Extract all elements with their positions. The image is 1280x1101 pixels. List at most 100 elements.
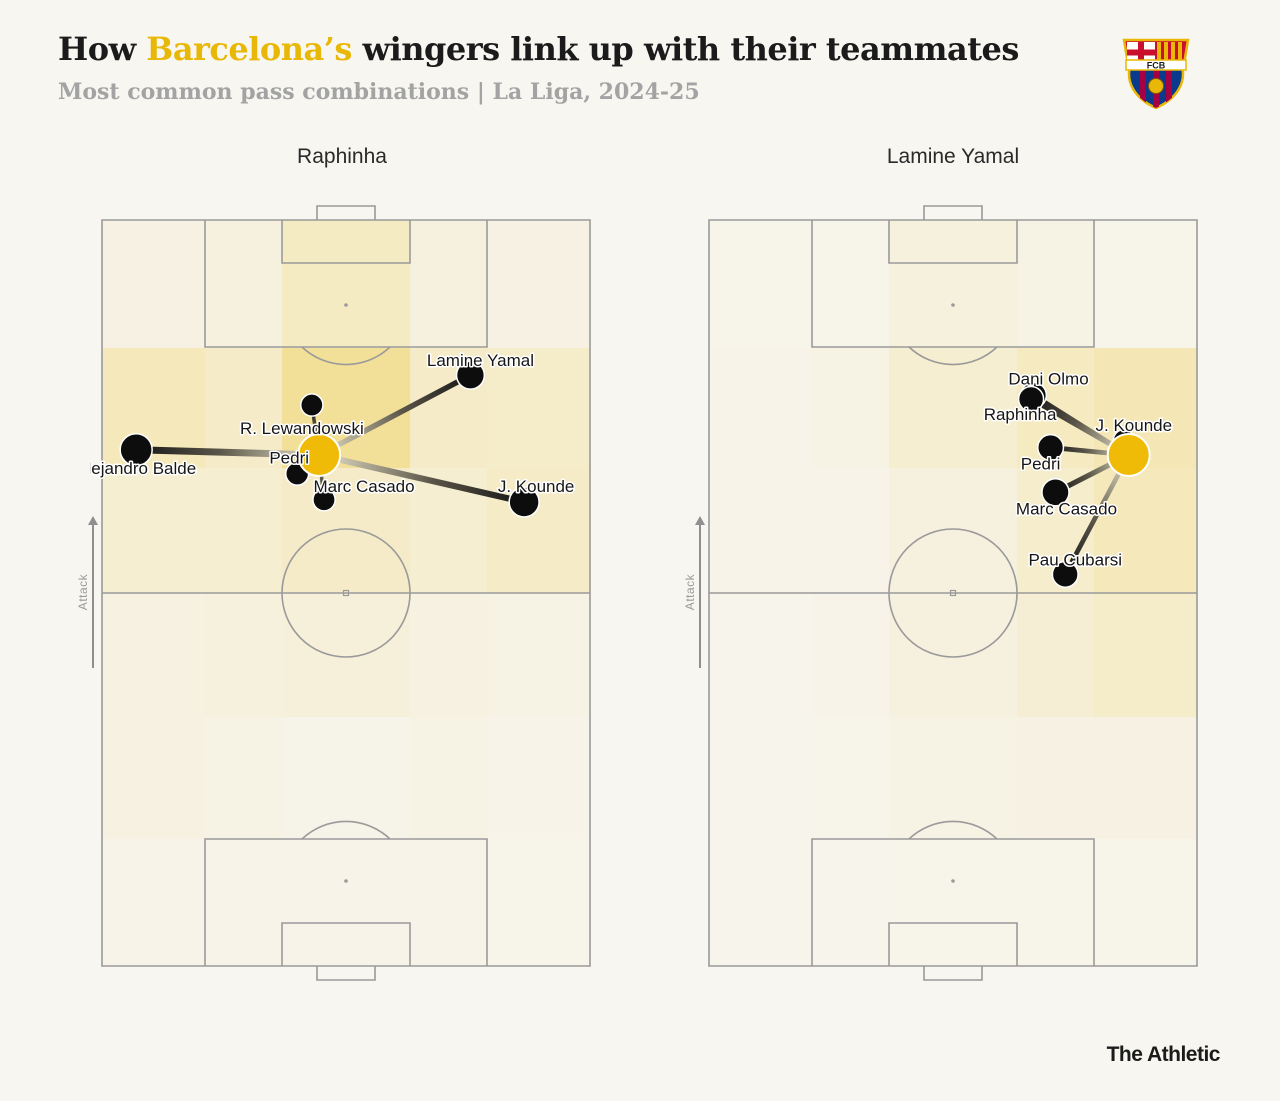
pitch-line bbox=[908, 346, 998, 366]
heat-zone bbox=[205, 468, 282, 593]
pass-link bbox=[132, 446, 323, 459]
player-nodes bbox=[119, 360, 540, 518]
center-spot bbox=[949, 589, 957, 597]
heat-zone bbox=[812, 593, 889, 717]
heat-zone bbox=[889, 717, 1017, 839]
heat-zone bbox=[1094, 839, 1197, 966]
player-labels: Lamine Yamal R. LewandowskiAlejandro Bald… bbox=[90, 350, 576, 498]
pitch-line bbox=[908, 820, 998, 840]
heat-zone bbox=[282, 468, 410, 593]
pitch-line bbox=[316, 966, 376, 981]
heat-zone bbox=[205, 593, 282, 717]
heat-zone bbox=[812, 348, 889, 468]
heat-zone bbox=[889, 468, 1017, 593]
title-part-1: How bbox=[58, 30, 147, 68]
pitch-line bbox=[811, 220, 1095, 348]
player-label: J. Kounde bbox=[1096, 416, 1173, 435]
heat-zone bbox=[102, 468, 205, 593]
attack-label: Attack bbox=[683, 573, 697, 611]
player-label: Pau Cubarsi bbox=[1028, 550, 1122, 569]
attack-direction-indicator: Attack bbox=[681, 516, 705, 668]
pitch-line bbox=[301, 346, 391, 366]
teammate-node bbox=[508, 486, 540, 518]
heat-zone bbox=[410, 717, 487, 839]
teammate-node bbox=[119, 433, 153, 467]
heat-zone bbox=[889, 220, 1017, 348]
heat-zone bbox=[282, 220, 410, 348]
heat-zone bbox=[709, 717, 812, 839]
heat-zone bbox=[282, 839, 410, 966]
pitch-line bbox=[301, 820, 391, 840]
heat-zone bbox=[812, 717, 889, 839]
heat-zone bbox=[282, 593, 410, 717]
heat-zone bbox=[1094, 220, 1197, 348]
player-label: Lamine Yamal bbox=[427, 351, 534, 370]
heat-zone bbox=[812, 468, 889, 593]
heat-zone bbox=[410, 839, 487, 966]
penalty-spot bbox=[344, 303, 348, 307]
panel-title-lamine-yamal: Lamine Yamal bbox=[886, 145, 1020, 168]
heat-zone bbox=[102, 593, 205, 717]
heatmap bbox=[709, 220, 1197, 966]
pitch-line bbox=[204, 838, 488, 966]
penalty-spot bbox=[951, 879, 955, 883]
pitch-line bbox=[281, 220, 411, 264]
player-label: J. Kounde bbox=[498, 477, 575, 496]
penalty-spot bbox=[344, 879, 348, 883]
pitch-line bbox=[923, 205, 983, 220]
heat-zone bbox=[102, 220, 205, 348]
arrow-up-icon bbox=[88, 516, 98, 525]
heat-zone bbox=[709, 839, 812, 966]
heat-zone bbox=[1094, 717, 1197, 839]
player-label: Alejandro Balde bbox=[90, 459, 196, 478]
heat-zone bbox=[487, 593, 590, 717]
heat-zone bbox=[205, 717, 282, 839]
heat-zone bbox=[410, 593, 487, 717]
title-highlight: Barcelona’s bbox=[146, 30, 352, 68]
heat-zone bbox=[487, 839, 590, 966]
center-spot bbox=[342, 589, 350, 597]
pitch-line bbox=[708, 219, 1198, 967]
winger-node bbox=[297, 432, 342, 477]
heat-zone bbox=[102, 839, 205, 966]
heat-zone bbox=[812, 839, 889, 966]
pitch-line bbox=[101, 219, 591, 967]
chart-subtitle: Most common pass combinations | La Liga,… bbox=[58, 79, 700, 105]
pass-link bbox=[316, 372, 474, 458]
attack-arrow-shaft bbox=[92, 522, 94, 668]
center-circle bbox=[281, 528, 411, 658]
heat-zone bbox=[205, 220, 282, 348]
heat-zone bbox=[1017, 593, 1094, 717]
pitch-markings bbox=[708, 205, 1198, 981]
pitch-markings bbox=[101, 205, 591, 981]
heat-zone bbox=[487, 220, 590, 348]
winger-node bbox=[1106, 432, 1151, 477]
pitch-line bbox=[281, 922, 411, 966]
chart-title: How Barcelona’s wingers link up with the… bbox=[58, 30, 1019, 68]
heat-zone bbox=[812, 220, 889, 348]
teammate-node bbox=[299, 393, 324, 417]
pass-link bbox=[316, 451, 528, 506]
heat-zone bbox=[205, 839, 282, 966]
pitch-line bbox=[316, 205, 376, 220]
heat-zone bbox=[889, 839, 1017, 966]
pitch-line bbox=[811, 838, 1095, 966]
heat-zone bbox=[889, 593, 1017, 717]
heat-zone bbox=[410, 220, 487, 348]
heatmap bbox=[102, 220, 590, 966]
pitch-line bbox=[888, 220, 1018, 264]
player-label: Dani Olmo bbox=[1008, 369, 1088, 388]
player-label: Marc Casado bbox=[313, 477, 414, 496]
fc-barcelona-crest-icon: FCB bbox=[1122, 38, 1190, 110]
attack-arrow-shaft bbox=[699, 522, 701, 668]
heat-zone bbox=[1017, 717, 1094, 839]
teammate-node bbox=[1041, 477, 1070, 507]
heat-zone bbox=[709, 348, 812, 468]
arrow-up-icon bbox=[695, 516, 705, 525]
penalty-spot bbox=[951, 303, 955, 307]
player-label: R. Lewandowski bbox=[240, 419, 364, 438]
panel-title-raphinha: Raphinha bbox=[297, 145, 387, 168]
center-circle bbox=[888, 528, 1018, 658]
